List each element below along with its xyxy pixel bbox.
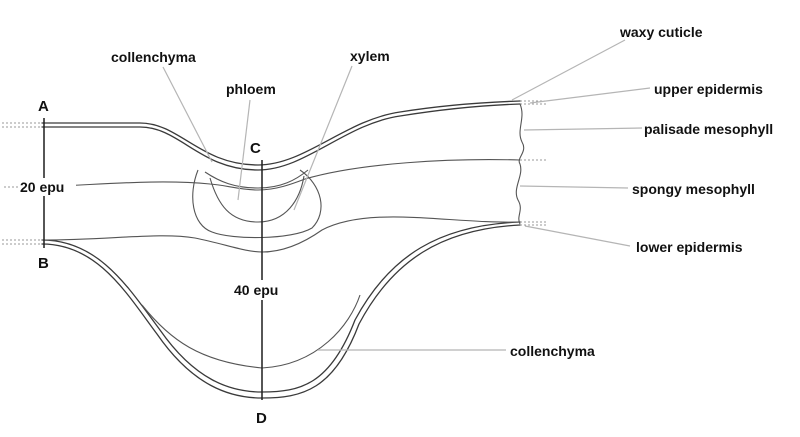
label-waxy-cuticle: waxy cuticle [619,24,703,40]
label-spongy-mesophyll: spongy mesophyll [632,181,755,197]
upper-collenchyma-outline [204,169,309,189]
measure-ab-bg [18,178,76,196]
measure-cd-label: 40 epu [234,282,278,298]
label-upper-epidermis: upper epidermis [654,81,763,97]
label-collenchyma-bottom: collenchyma [510,343,595,359]
palisade-spongy-boundary [17,159,521,191]
point-d: D [256,410,267,427]
measure-ab-label: 20 epu [20,179,64,195]
measure-cd-bg [232,280,292,300]
label-xylem: xylem [350,48,390,64]
upper-epidermis-line [41,103,521,171]
point-c: C [250,140,261,157]
waxy-cuticle-line [41,100,521,166]
label-phloem: phloem [226,81,276,97]
label-palisade-mesophyll: palisade mesophyll [644,121,773,137]
phloem-outline [209,175,305,223]
point-a: A [38,98,49,115]
right-cut-edge [515,103,525,225]
label-lower-epidermis: lower epidermis [636,239,743,255]
lower-epidermis-line [41,221,521,393]
leader-lines [162,39,651,351]
lower-cuticle-line [41,224,521,399]
cut-edge-stubs [2,100,548,245]
point-b: B [38,255,49,272]
label-collenchyma-top: collenchyma [111,49,196,65]
